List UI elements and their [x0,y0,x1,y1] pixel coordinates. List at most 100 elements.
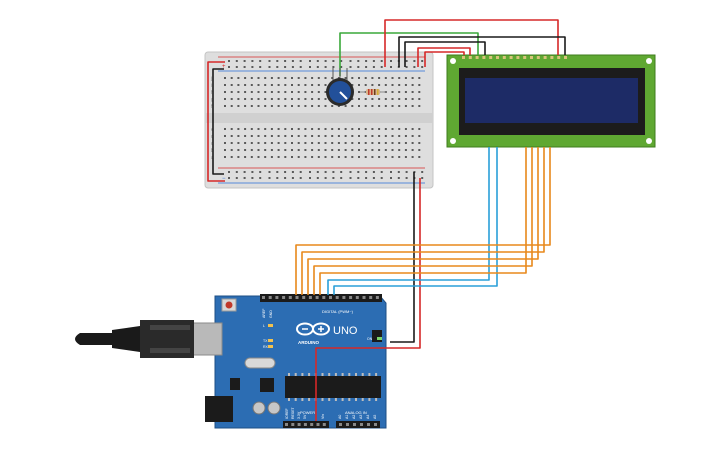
breadboard-hole [230,91,233,93]
breadboard-hole [291,135,293,137]
potentiometer[interactable] [326,68,354,106]
rail-hole [276,66,279,68]
lcd-pin-header [462,56,567,59]
breadboard-hole [411,77,414,79]
wire-black-rail-to-lcd-rw[interactable] [404,41,486,67]
wire-blue-lcd-rs[interactable] [327,147,490,295]
breadboard-hole [331,105,334,107]
breadboard-hole [337,77,340,79]
breadboard-hole [311,105,314,107]
rail-hole [235,60,238,62]
breadboard-hole [304,149,307,151]
header-pin [353,423,356,426]
chip-leg [368,373,371,376]
breadboard-hole [284,77,287,79]
breadboard-hole [411,156,414,158]
breadboard-hole [277,98,280,100]
breadboard-hole [250,149,253,151]
breadboard-hole [264,156,267,158]
arduino-uno-board[interactable]: UNO ARDUINO DIGITAL (PWM~) POWER ANALOG … [191,294,387,429]
wire-blue-lcd-e[interactable] [333,147,498,295]
breadboard-hole [404,135,407,137]
breadboard-hole [418,77,421,79]
wire-orange-lcd-db4[interactable] [295,147,551,295]
header-pin [308,296,312,299]
breadboard-hole [244,149,247,151]
rail-hole [268,60,271,62]
wire-red-resistor-to-lcd-led[interactable] [417,47,471,67]
lcd-pin [475,56,479,59]
breadboard[interactable]: + − j i h g f e d c b a [204,51,434,189]
wire-red-rail-left[interactable] [207,61,225,182]
breadboard-hole [358,135,360,137]
breadboard-hole [324,77,327,79]
wire-red-lcd-vcc[interactable] [424,51,465,67]
breadboard-hole [250,156,253,158]
breadboard-hole [291,98,293,100]
breadboard-hole [364,105,367,107]
jumper-wires[interactable] [207,19,566,421]
breadboard-hole [237,98,240,100]
wire-black-breadboard-gnd-to-arduino[interactable] [390,172,415,343]
breadboard-hole [391,128,394,130]
wire-red-breadboard-5v-to-arduino[interactable] [315,178,421,421]
arduino-logo-icon [296,322,330,336]
rail-hole [340,171,343,173]
rail-hole [390,177,392,179]
wire-orange-lcd-extra[interactable] [319,147,527,295]
breadboard-hole [297,98,300,100]
wire-orange-lcd-db7[interactable] [313,147,533,295]
breadboard-hole [311,84,314,86]
breadboard-hole [237,91,240,93]
chip-leg [294,373,297,376]
breadboard-hole [364,142,367,144]
header-pin [346,423,349,426]
breadboard-hole [277,91,280,93]
arduino-brand-label: ARDUINO [298,340,319,345]
breadboard-hole [344,105,347,107]
breadboard-hole [291,149,293,151]
chip-leg [355,373,357,376]
header-pin [310,423,314,426]
rail-hole [390,60,392,62]
usb-cable[interactable] [75,320,194,358]
rail-hole [228,66,230,68]
wire-orange-lcd-db5[interactable] [301,147,545,295]
breadboard-hole [270,128,273,130]
breadboard-hole [418,91,421,93]
chip-leg [288,398,290,401]
resistor[interactable] [360,89,386,95]
breadboard-hole [317,105,320,107]
breadboard-hole [297,91,300,93]
wire-black-rail-left[interactable] [212,68,224,175]
rail-hole [268,66,271,68]
breadboard-hole [371,98,374,100]
lcd-pin [550,56,554,59]
lcd-pin [516,56,520,59]
wire-green-pot-to-v0[interactable] [339,32,479,76]
rail-hole [405,66,408,68]
usb-cable-end [75,333,112,345]
rail-hole [251,60,254,62]
rail-hole [251,177,254,179]
rail-hole [349,171,352,173]
breadboard-hole [230,105,233,107]
rail-hole [332,66,335,68]
header-pin [303,423,307,426]
lcd-mount-hole [646,138,652,144]
reset-button-cap[interactable] [225,301,233,309]
rail-hole [235,177,238,179]
breadboard-hole [411,84,414,86]
breadboard-hole [351,128,354,130]
breadboard-hole [378,156,381,158]
lcd-pin [564,56,567,59]
header-pin [322,423,326,426]
pot-indicator [339,91,348,100]
wire-black-rail-to-lcd-gnd[interactable] [398,36,566,67]
wire-orange-lcd-db6[interactable] [307,147,539,295]
breadboard-hole [264,84,267,86]
breadboard-hole [277,77,280,79]
breadboard-hole [244,84,247,86]
lcd-16x2-module[interactable] [446,54,656,148]
rail-hole [332,60,335,62]
